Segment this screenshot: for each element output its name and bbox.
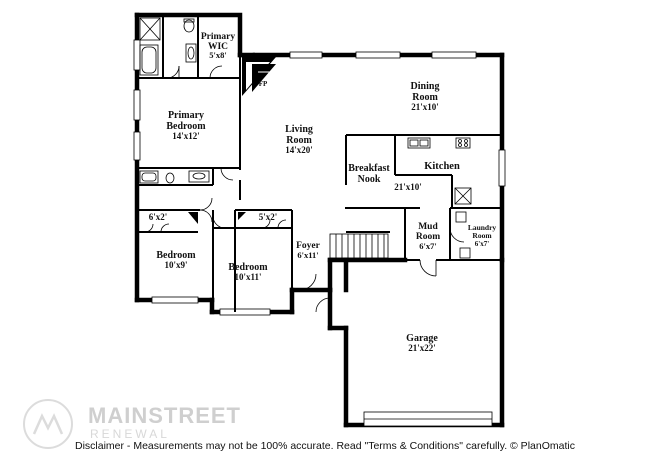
mud-room-dims: 6'x7' [419,241,436,251]
living-room-label-2: Room [286,135,312,146]
bedroom-1-label: Bedroom [156,250,196,261]
living-room-dims: 14'x20' [285,145,313,155]
kitchen-fixtures [407,137,472,205]
doors [144,65,465,313]
laundry-room-label: Laundry [468,223,497,232]
kitchen-label: Kitchen [424,161,460,172]
fp-label: FP [259,80,268,88]
mainstreet-logo-icon [23,399,73,449]
bedroom-1-dims: 10'x9' [164,260,187,270]
breakfast-nook-label: Breakfast [348,163,390,174]
interior-walls [137,15,502,312]
dining-room-dims: 21'x10' [411,102,439,112]
stairs [329,233,389,259]
primary-wic-label-2: WIC [208,42,228,52]
closet-marker [188,212,198,224]
exterior-walls [134,12,505,428]
windows [133,39,506,427]
primary-bedroom-label: Primary [168,110,204,121]
mud-room-label: Mud [418,222,438,232]
closet-1-dims: 6'x2' [149,212,168,222]
laundry-room-dims: 6'x7' [475,240,489,248]
foyer-dims: 6'x11' [297,250,318,260]
foyer-label: Foyer [296,241,321,251]
dining-room-label-2: Room [412,92,438,103]
mud-room-label-2: Room [416,232,440,242]
bath-fixtures [139,17,471,259]
breakfast-nook-label-2: Nook [358,174,381,185]
disclaimer-text: Disclaimer - Measurements may not be 100… [75,440,575,452]
laundry-room-label-2: Room [472,231,492,240]
watermark-brand: MAINSTREET [88,403,241,428]
watermark-sub: RENEWAL [90,427,170,441]
garage-dims: 21'x22' [408,343,436,353]
primary-wic-dims: 5'x8' [209,50,226,60]
living-room-label: Living [285,124,313,135]
primary-bedroom-dims: 14'x12' [172,131,200,141]
primary-bedroom-label-2: Bedroom [166,121,206,132]
dining-room-label: Dining [411,81,440,92]
kitchen-dims: 21'x10' [394,182,422,192]
room-labels: Primary WIC 5'x8' Primary Bedroom 14'x12… [149,32,497,353]
primary-wic-label: Primary [201,32,236,42]
bedroom-2-label: Bedroom [228,262,268,273]
bedroom-2-dims: 10'x11' [234,272,261,282]
garage-label: Garage [406,333,438,344]
closet-2-dims: 5'x2' [259,212,278,222]
